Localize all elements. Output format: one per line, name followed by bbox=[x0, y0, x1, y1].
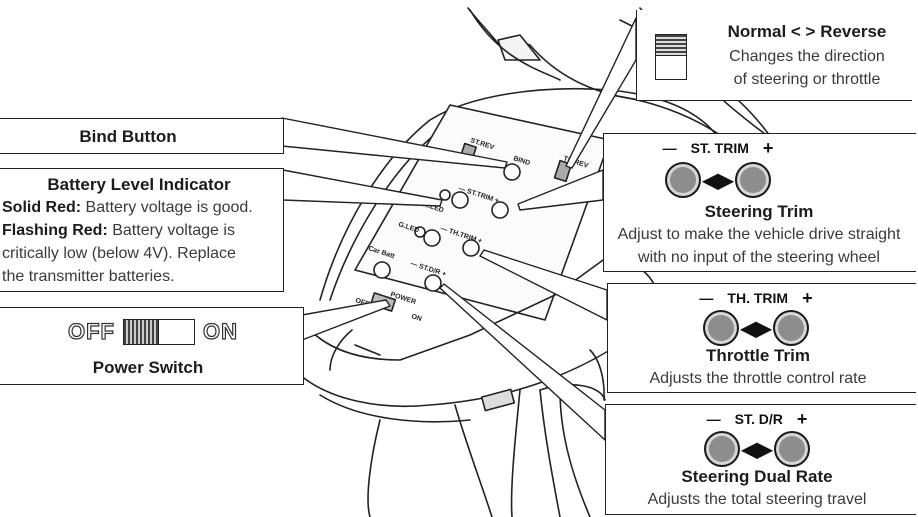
panel-label-off: OFF bbox=[354, 297, 370, 308]
power-switch-icon bbox=[123, 319, 195, 345]
throttle-trim-minus: — bbox=[699, 290, 714, 306]
steering-trim-arrows-icon: ◀▶ bbox=[702, 169, 734, 192]
steering-trim-minus-button-icon bbox=[664, 162, 701, 198]
throttle-trim-arrows-icon: ◀▶ bbox=[740, 317, 772, 340]
throttle-trim-minus-button-icon bbox=[702, 310, 739, 346]
dual-rate-title: Steering Dual Rate bbox=[681, 467, 833, 486]
steering-trim-title: Steering Trim bbox=[704, 202, 814, 221]
power-switch-title: Power Switch bbox=[92, 358, 204, 377]
steering-trim-plus: + bbox=[762, 138, 774, 158]
dual-rate-callout: — ST. D/R + ◀▶ Steering Dual Rate Adjust… bbox=[605, 404, 916, 515]
battery-flash-line: Flashing Red: Battery voltage is bbox=[2, 222, 282, 240]
steering-trim-callout: — ST. TRIM + ◀▶ Steering Trim Adjust to … bbox=[603, 133, 916, 272]
pointer-power bbox=[301, 299, 391, 341]
dual-rate-line1: Adjusts the total steering travel bbox=[647, 491, 867, 508]
battery-line3: critically low (below 4V). Replace bbox=[2, 245, 236, 262]
battery-solid-line: Solid Red: Battery voltage is good. bbox=[2, 199, 282, 217]
throttle-trim-header: — TH. TRIM + bbox=[608, 288, 904, 308]
dual-rate-plus-button-icon bbox=[774, 431, 811, 467]
throttle-trim-plus-button-icon bbox=[773, 310, 810, 346]
battery-title: Battery Level Indicator bbox=[47, 175, 231, 194]
battery-line4: the transmitter batteries. bbox=[2, 268, 175, 285]
dual-rate-minus: — bbox=[706, 411, 721, 427]
normal-reverse-callout: Normal < > Reverse Changes the direction… bbox=[636, 10, 912, 101]
dual-rate-buttons: ◀▶ bbox=[606, 431, 908, 467]
bind-button-title: Bind Button bbox=[79, 127, 177, 146]
battery-indicator-callout: Battery Level Indicator Solid Red: Batte… bbox=[0, 168, 284, 292]
steering-trim-minus: — bbox=[662, 140, 677, 156]
steering-trim-label: ST. TRIM bbox=[690, 140, 749, 156]
switch-icon bbox=[655, 34, 687, 80]
power-switch-diagram: OFF ON bbox=[48, 318, 258, 346]
power-off-label: OFF bbox=[67, 318, 115, 344]
normal-reverse-title: Normal < > Reverse bbox=[727, 22, 887, 41]
battery-flash-label: Flashing Red: bbox=[2, 222, 108, 239]
steering-trim-plus-button-icon bbox=[735, 162, 772, 198]
steering-trim-header: — ST. TRIM + bbox=[604, 138, 832, 158]
battery-flash-text: Battery voltage is bbox=[107, 222, 235, 239]
steering-trim-line1: Adjust to make the vehicle drive straigh… bbox=[617, 226, 901, 243]
power-on-label: ON bbox=[202, 318, 238, 344]
dual-rate-plus: + bbox=[796, 409, 808, 429]
normal-reverse-line1: Changes the direction bbox=[729, 48, 885, 65]
dual-rate-header: — ST. D/R + bbox=[606, 409, 908, 429]
power-switch-callout: OFF ON Power Switch bbox=[0, 307, 304, 385]
battery-solid-text: Battery voltage is good. bbox=[81, 199, 253, 216]
battery-solid-label: Solid Red: bbox=[2, 199, 82, 216]
dual-rate-arrows-icon: ◀▶ bbox=[741, 438, 773, 461]
panel-label-bind: BIND bbox=[512, 155, 530, 167]
steering-trim-buttons: ◀▶ bbox=[604, 162, 832, 198]
throttle-trim-line1: Adjusts the throttle control rate bbox=[649, 370, 867, 387]
throttle-trim-buttons: ◀▶ bbox=[608, 310, 904, 346]
panel-label-on: ON bbox=[410, 313, 422, 323]
dual-rate-label: ST. D/R bbox=[734, 411, 783, 427]
dual-rate-minus-button-icon bbox=[703, 431, 740, 467]
throttle-trim-title: Throttle Trim bbox=[706, 346, 810, 365]
throttle-trim-plus: + bbox=[802, 288, 813, 308]
normal-reverse-line2: of steering or throttle bbox=[733, 71, 881, 88]
steering-trim-line2: with no input of the steering wheel bbox=[638, 249, 880, 266]
bind-button-callout: Bind Button bbox=[0, 118, 284, 154]
throttle-trim-label: TH. TRIM bbox=[727, 290, 789, 306]
throttle-trim-callout: — TH. TRIM + ◀▶ Throttle Trim Adjusts th… bbox=[607, 283, 916, 393]
